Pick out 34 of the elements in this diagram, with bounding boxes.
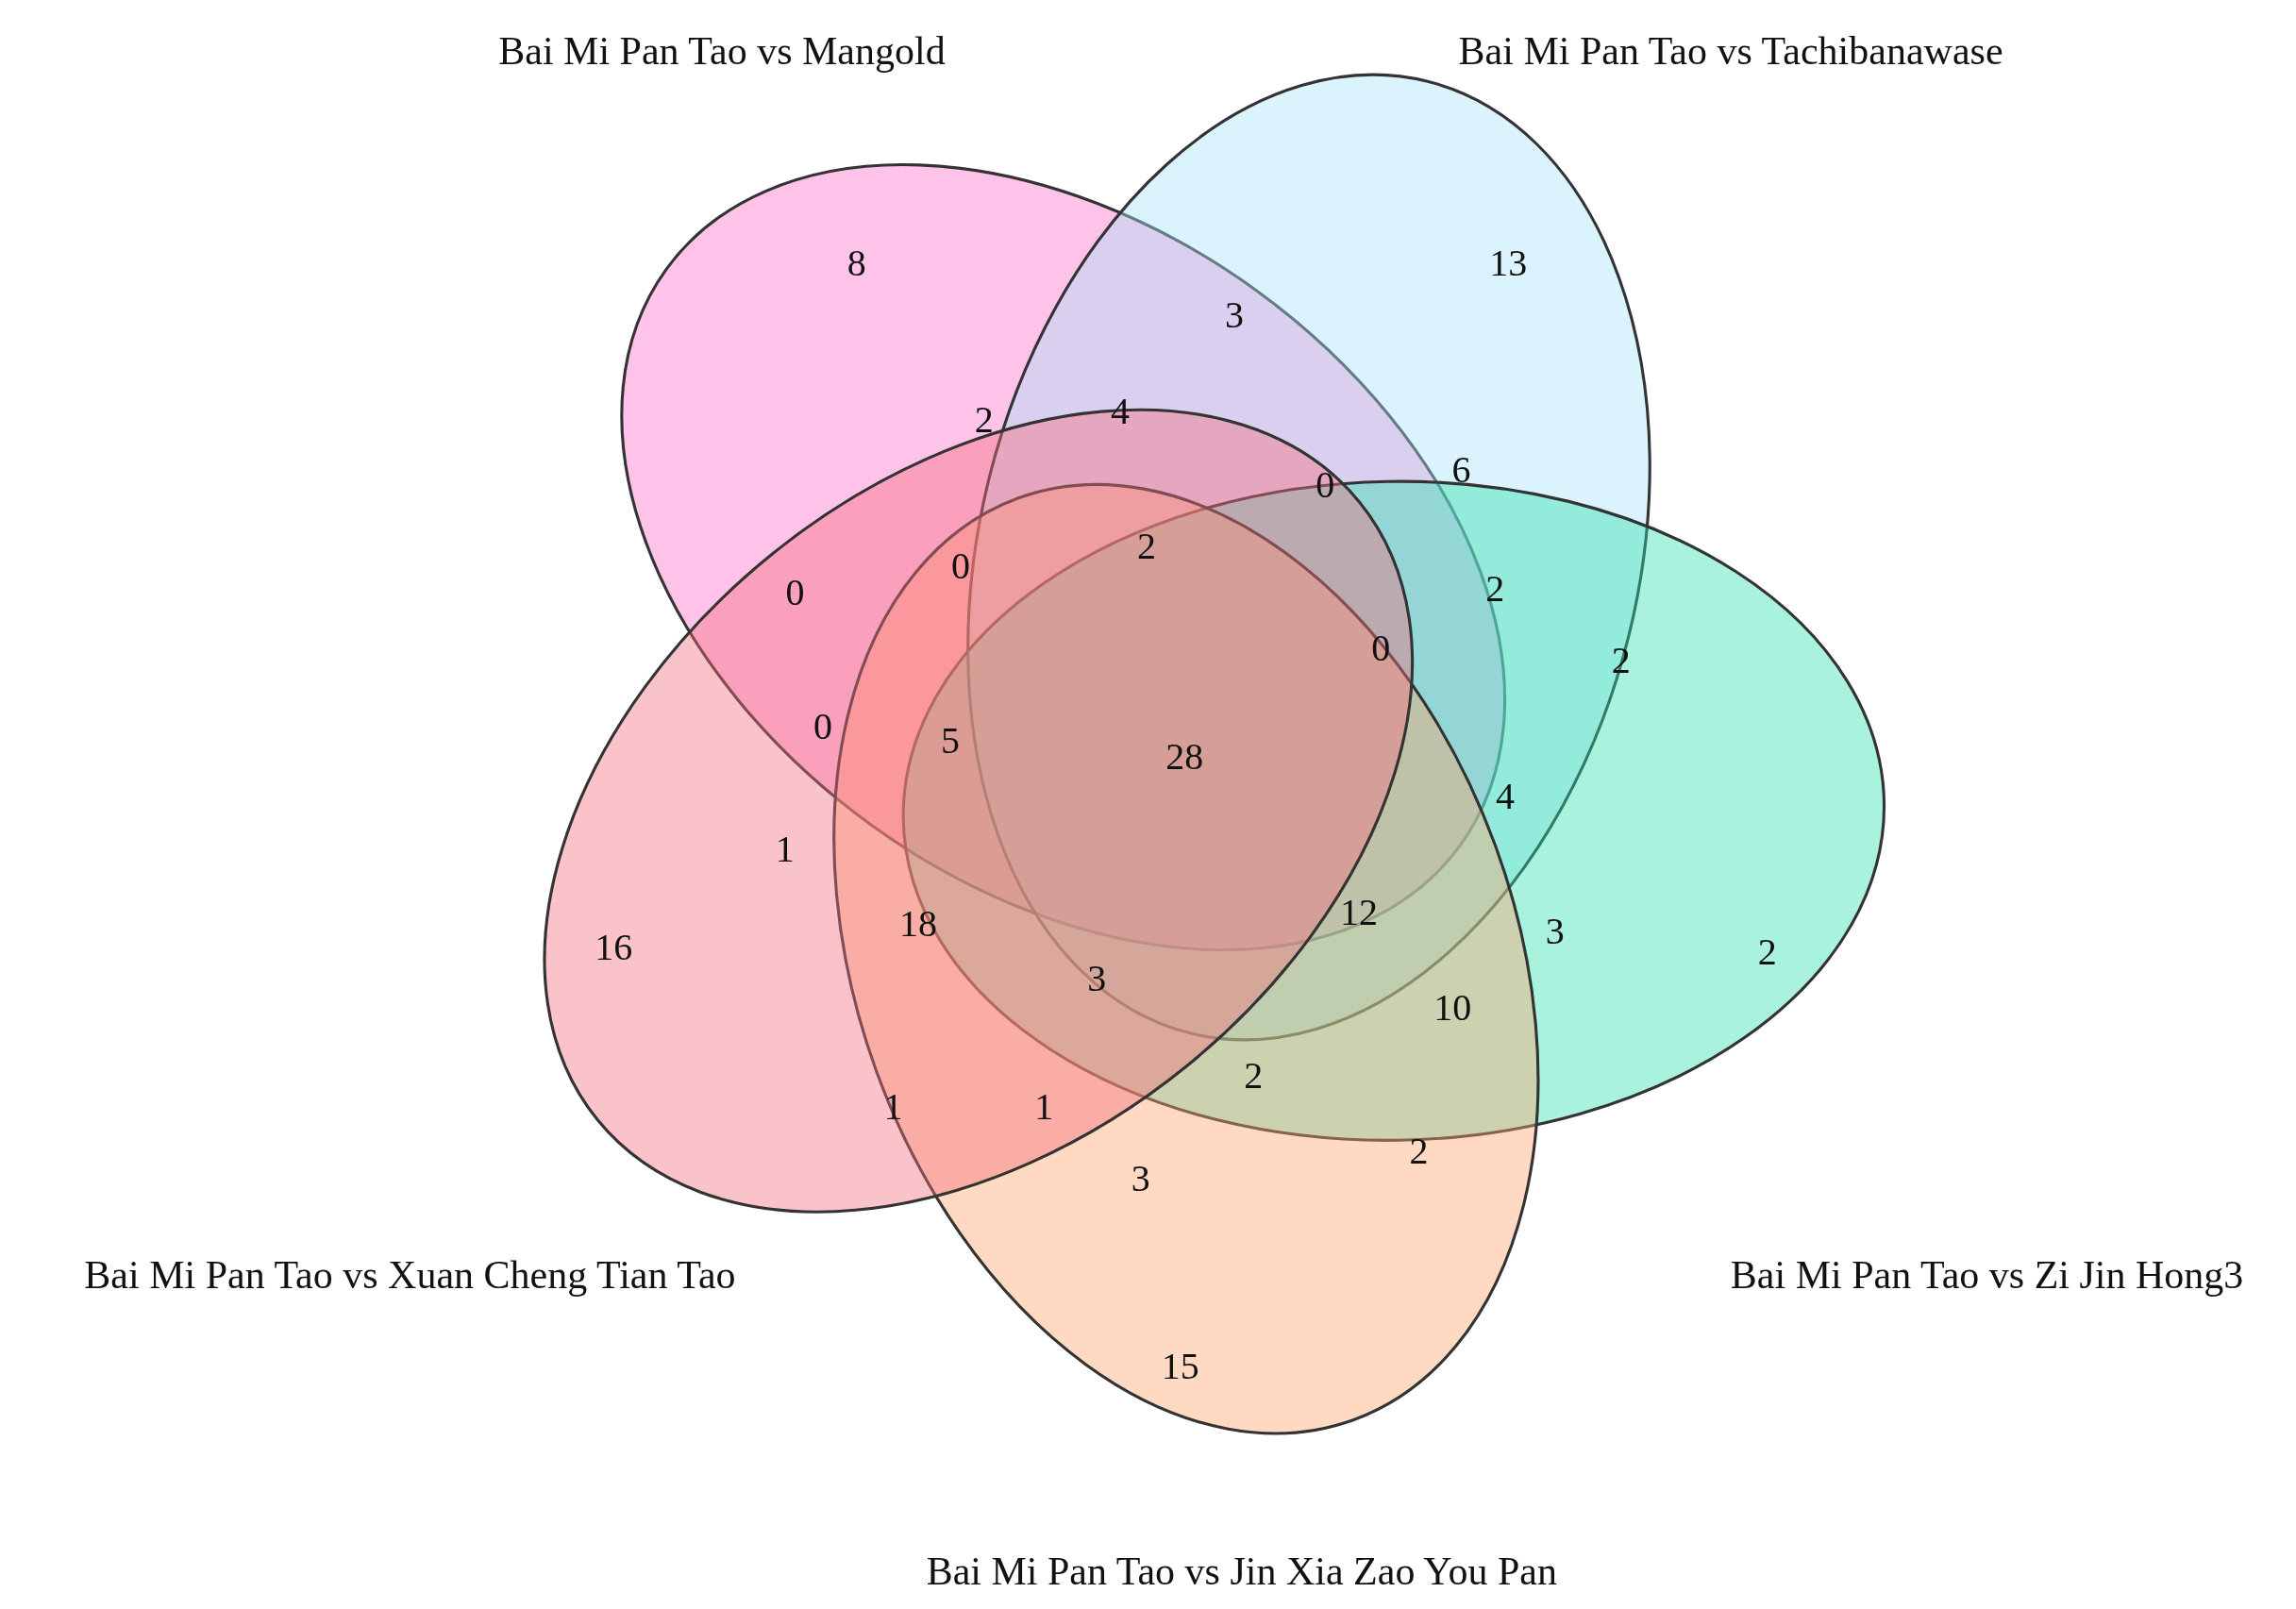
region-count: 2 [1244, 1057, 1264, 1096]
region-count: 2 [1757, 932, 1777, 971]
region-count: 13 [1489, 244, 1528, 283]
region-count: 0 [785, 574, 805, 612]
region-count: 5 [941, 722, 960, 761]
region-count: 8 [846, 244, 866, 283]
region-count: 4 [1496, 778, 1516, 816]
region-count: 2 [1485, 569, 1505, 608]
region-count: 10 [1433, 988, 1472, 1027]
set-label: Bai Mi Pan Tao vs Zi Jin Hong3 [1730, 1253, 2244, 1298]
region-count: 15 [1161, 1347, 1199, 1385]
region-count: 1 [883, 1088, 903, 1127]
set-label: Bai Mi Pan Tao vs Tachibanawase [1458, 29, 2003, 74]
region-count: 3 [1087, 959, 1107, 997]
region-count: 0 [1371, 629, 1391, 668]
region-count: 2 [1409, 1131, 1429, 1170]
region-count: 0 [813, 707, 833, 746]
region-count: 3 [1545, 912, 1565, 950]
region-count: 16 [595, 928, 633, 966]
region-count: 18 [898, 905, 937, 944]
region-count: 12 [1339, 893, 1378, 931]
region-count: 3 [1225, 295, 1245, 334]
region-count: 3 [1131, 1160, 1150, 1198]
region-count: 1 [1034, 1088, 1054, 1127]
region-count: 0 [950, 547, 970, 586]
region-count: 2 [1136, 527, 1156, 565]
region-count: 2 [974, 401, 994, 440]
set-label: Bai Mi Pan Tao vs Mangold [498, 29, 946, 74]
region-count: 1 [775, 830, 795, 868]
region-count: 2 [1611, 641, 1631, 679]
set-label: Bai Mi Pan Tao vs Xuan Cheng Tian Tao [84, 1253, 736, 1298]
set-label: Bai Mi Pan Tao vs Jin Xia Zao You Pan [926, 1549, 1557, 1593]
region-count: 6 [1451, 451, 1471, 490]
region-count: 28 [1165, 738, 1204, 777]
